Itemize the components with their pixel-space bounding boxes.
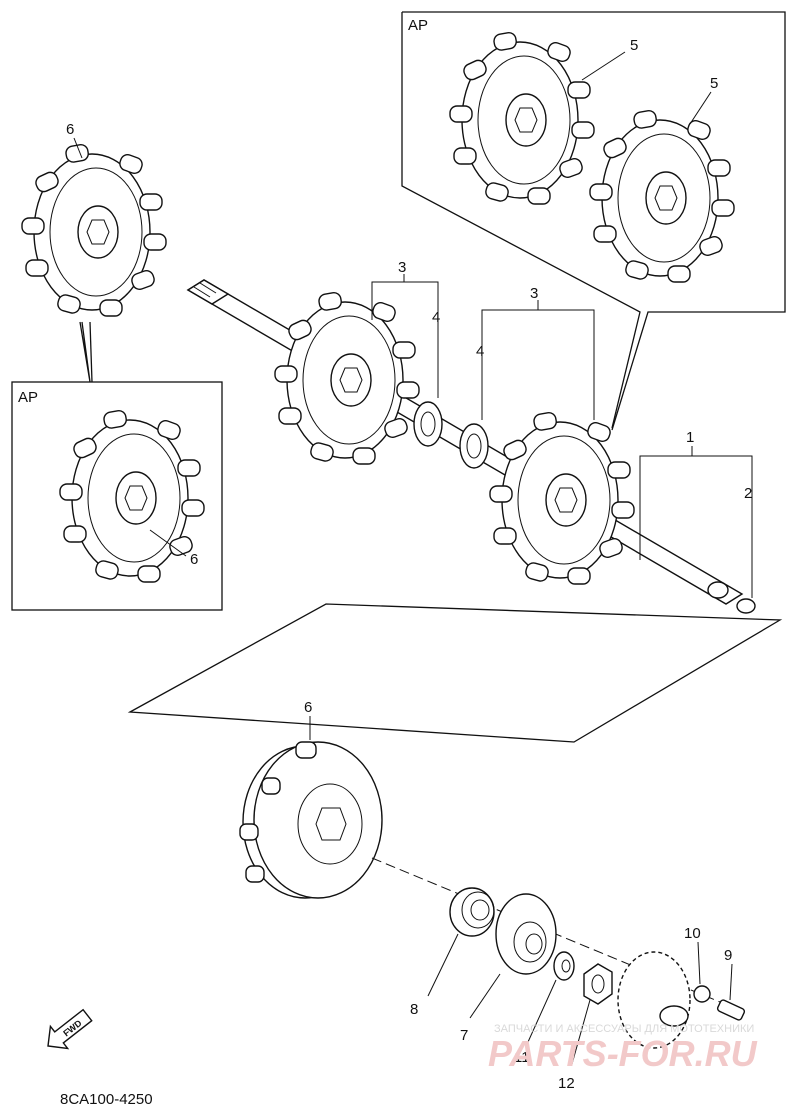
end-cap <box>617 951 691 1049</box>
assembly-outline <box>127 603 783 743</box>
collar-4b <box>459 423 489 469</box>
callout-9: 9 <box>724 947 732 964</box>
callout-4a: 4 <box>432 309 440 326</box>
sprocket-3a <box>274 290 420 465</box>
callout-2: 2 <box>744 485 752 502</box>
callout-3b: 3 <box>530 285 538 302</box>
callout-6a: 6 <box>66 121 74 138</box>
inset-label: AP <box>408 17 428 34</box>
callout-12: 12 <box>558 1075 575 1092</box>
callout-5a: 5 <box>630 37 638 54</box>
callout-6c: 6 <box>304 699 312 716</box>
flange-plate-7: 7 <box>460 893 557 1044</box>
sprocket-5b <box>589 108 735 283</box>
bearing-8: 8 <box>410 887 495 1018</box>
callout-4b: 4 <box>476 343 484 360</box>
sprocket-5a <box>449 30 595 205</box>
callout-10: 10 <box>684 925 701 942</box>
callout-brackets: 3 4 3 4 1 2 <box>371 259 753 598</box>
idler-wheel-6: 6 <box>239 699 383 899</box>
sprocket-6-top-left: 6 <box>21 121 167 317</box>
diagram-code: 8CA100-4250 <box>60 1091 153 1108</box>
inset-ap-left: AP 6 <box>11 381 223 611</box>
callout-5b: 5 <box>710 75 718 92</box>
callout-8: 8 <box>410 1001 418 1018</box>
inset-label-2: AP <box>18 389 38 406</box>
washer-11: 11 <box>514 951 575 1066</box>
callout-1: 1 <box>686 429 694 446</box>
drive-shaft-assembly <box>186 279 756 614</box>
fwd-arrow-icon: FWD <box>47 1008 93 1050</box>
inset-ap-top-right: AP 5 5 <box>401 11 786 431</box>
callout-3a: 3 <box>398 259 406 276</box>
watermark-tagline: ЗАПЧАСТИ И АКСЕССУАРЫ ДЛЯ МОТОТЕХНИКИ <box>494 1023 754 1035</box>
watermark-logo: PARTS-FOR.RU <box>488 1033 758 1074</box>
callout-11: 11 <box>514 1049 530 1066</box>
collar-4a <box>413 401 443 447</box>
sprocket-3b <box>489 410 635 585</box>
callout-6b: 6 <box>190 551 198 568</box>
part-2-plug <box>736 598 756 614</box>
nut-12: 12 <box>558 963 613 1092</box>
callout-7: 7 <box>460 1027 468 1044</box>
bolt-9-washer-10: 10 9 <box>684 925 746 1021</box>
